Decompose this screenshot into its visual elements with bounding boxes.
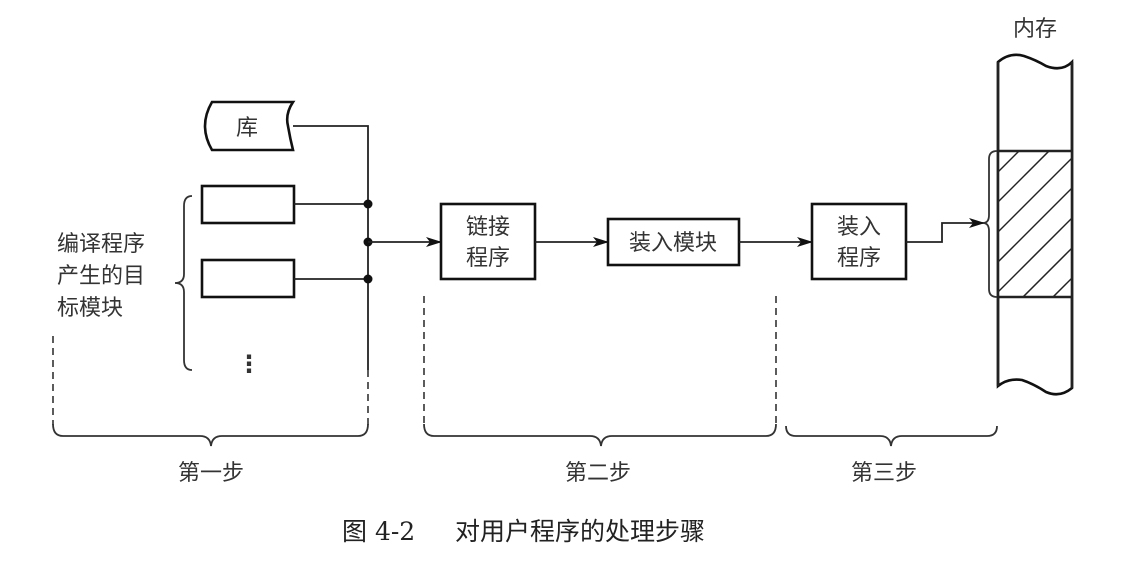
- memory-node: 内存: [982, 17, 1074, 396]
- svg-text:装入: 装入: [837, 215, 881, 240]
- library-label: 库: [236, 116, 258, 141]
- arrow-to-memory: [906, 218, 985, 243]
- svg-text:程序: 程序: [466, 246, 510, 271]
- step-2-label: 第二步: [565, 461, 631, 486]
- svg-text:编译程序: 编译程序: [57, 232, 145, 257]
- step-3-label: 第三步: [851, 461, 917, 486]
- step-2-brace: [423, 423, 777, 447]
- object-modules-label: 编译程序 产生的目 标模块: [57, 232, 145, 321]
- svg-text:装入模块: 装入模块: [629, 231, 717, 256]
- library-node: 库: [203, 100, 296, 152]
- load-module-node: 装入模块: [606, 217, 741, 267]
- svg-text:标模块: 标模块: [57, 296, 123, 321]
- step-3-brace: [785, 425, 998, 447]
- figure-caption: 图 4-2 对用户程序的处理步骤: [342, 517, 705, 546]
- caption-text: 对用户程序的处理步骤: [455, 517, 705, 546]
- allocated-region-hatch: [999, 151, 1071, 297]
- caption-number: 图 4-2: [342, 517, 415, 546]
- object-modules-brace: [174, 195, 193, 371]
- junction-dot: [363, 199, 373, 209]
- junction-dot: [363, 274, 373, 284]
- object-module-box-1: [200, 184, 296, 225]
- svg-text:链接: 链接: [466, 215, 510, 240]
- svg-text:程序: 程序: [837, 246, 881, 271]
- step-1-group: 第一步: [52, 336, 369, 486]
- step-2-group: 第二步: [423, 296, 777, 486]
- step-1-brace: [52, 423, 369, 447]
- object-modules-ellipsis: ⋮: [237, 350, 261, 378]
- svg-text:产生的目: 产生的目: [57, 264, 145, 289]
- library-connector: [293, 125, 369, 370]
- memory-region-brace: [982, 150, 998, 298]
- loader-node: 装入 程序: [810, 202, 908, 281]
- linker-node: 链接 程序: [439, 202, 537, 281]
- object-module-box-2: [200, 258, 296, 299]
- memory-label: 内存: [1013, 17, 1057, 42]
- step-1-label: 第一步: [178, 461, 244, 486]
- step-3-group: 第三步: [785, 425, 998, 486]
